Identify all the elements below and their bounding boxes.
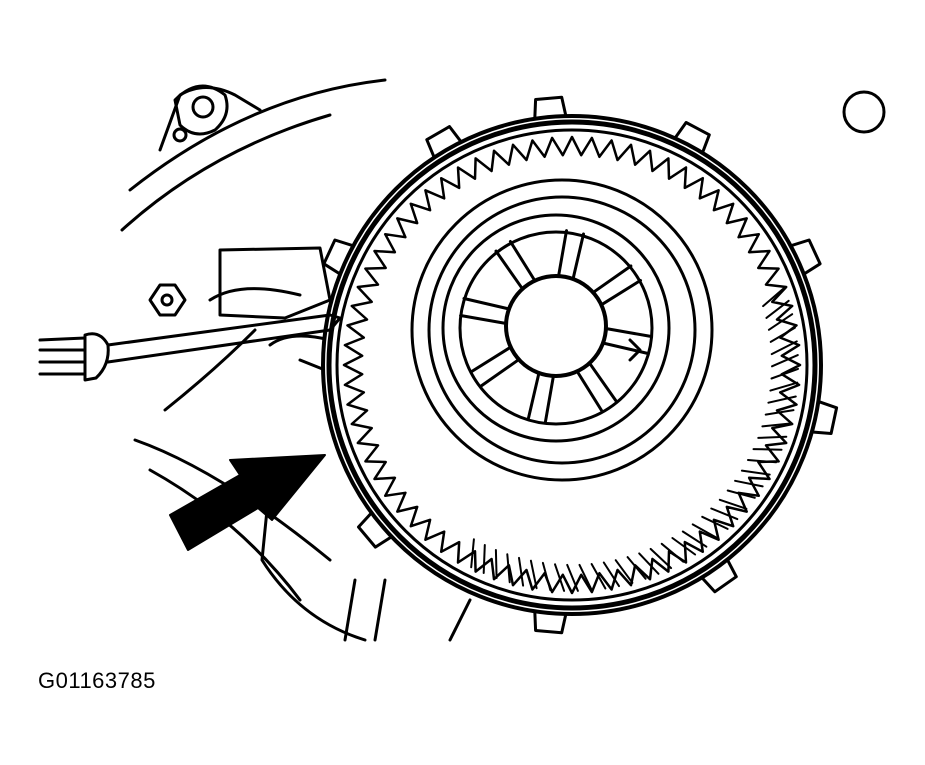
hub-spoke-edge <box>603 342 650 355</box>
figure-code: G01163785 <box>38 668 156 693</box>
tooth-shade-line <box>770 367 799 380</box>
tooth-shade-line <box>769 381 799 392</box>
tooth-shade-line <box>718 498 748 510</box>
tooth-shade-line <box>726 489 756 499</box>
tooth-shade-line <box>767 313 794 331</box>
hub-spoke-edge <box>459 314 506 325</box>
hub-spoke-edge <box>576 371 604 412</box>
hub-spoke-edge <box>527 373 540 420</box>
tooth-shade-line <box>566 563 579 592</box>
hub-spoke-edge <box>606 327 653 338</box>
hub-spoke-edge <box>470 346 511 374</box>
tooth-shade-line <box>529 559 538 590</box>
tooth-shade-line <box>757 435 788 439</box>
hub-spoke-edge <box>462 297 509 310</box>
tooth-shade-line <box>747 459 777 464</box>
tooth-shade-line <box>765 299 790 319</box>
tooth-shade-line <box>518 556 525 587</box>
plug-circle <box>842 90 886 134</box>
tooth-shade-line <box>614 559 634 584</box>
tooth-shade-line <box>691 523 719 540</box>
tooth-shade-line <box>626 556 647 580</box>
tooth-shade-line <box>660 542 685 563</box>
tooth-shade-line <box>649 547 673 570</box>
tooth-shade-line <box>769 326 796 343</box>
tooth-shade-line <box>734 479 764 488</box>
tooth-shade-line <box>752 448 783 451</box>
tooth-shade-line <box>681 530 708 548</box>
tooth-shade-line <box>541 561 552 591</box>
tooth-shade-line <box>506 553 511 584</box>
hub-spoke-edge <box>572 232 585 279</box>
tooth-shade-line <box>770 340 798 356</box>
arrow-icon <box>169 454 326 551</box>
tooth-shade-line <box>740 469 771 476</box>
mounting-boss-top <box>172 84 229 143</box>
ring-gear <box>321 95 839 635</box>
tooth-shade-line <box>671 537 697 556</box>
hub-spoke-edge <box>601 278 642 306</box>
tooth-shade-line <box>762 286 786 308</box>
hub-spoke-edge <box>479 359 519 388</box>
gear-teeth <box>342 135 802 595</box>
tooth-shade-line <box>764 409 795 416</box>
tooth-shade-line <box>638 552 660 575</box>
tooth-shade-line <box>494 549 498 579</box>
tooth-shade-line <box>590 563 607 590</box>
mounting-boss-left <box>148 246 332 374</box>
tooth-shade-line <box>761 422 792 428</box>
hub-spoke-edge <box>494 249 523 289</box>
tooth-shade-line <box>470 538 475 569</box>
tooth-shade-line <box>578 563 593 592</box>
tooth-shade-line <box>482 544 486 574</box>
hub-spoke-edge <box>593 264 633 293</box>
hub-spoke-edge <box>544 376 555 423</box>
hub-spoke-edge <box>557 229 568 276</box>
hub-spokes <box>459 229 653 423</box>
tooth-shade-line <box>710 507 739 521</box>
tooth-shade-line <box>554 563 566 592</box>
tooth-shade-line <box>701 515 729 530</box>
tooth-shade-line <box>767 395 797 404</box>
tooth-shade-line <box>602 561 620 588</box>
screwdriver-tool <box>38 313 342 382</box>
gear-teeth-shading <box>470 286 799 592</box>
clutch-hub <box>410 178 714 482</box>
tooth-shade-line <box>771 354 799 368</box>
hub-spoke-edge <box>589 363 618 403</box>
hub-spoke-edge <box>508 240 536 281</box>
